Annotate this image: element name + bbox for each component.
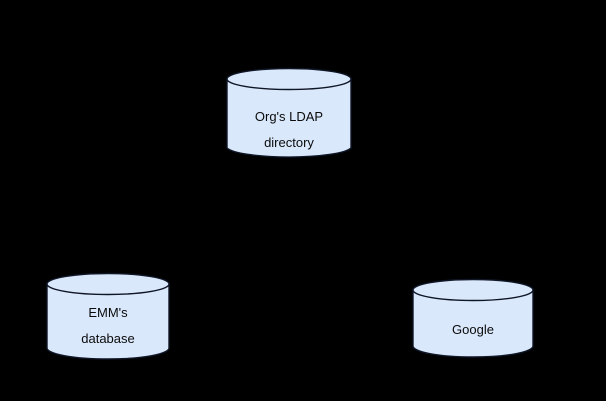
node-org-ldap-directory[interactable]: Org's LDAP directory	[226, 67, 352, 159]
node-google[interactable]: Google	[412, 278, 534, 358]
database-cylinder-icon	[46, 272, 170, 360]
database-cylinder-icon	[226, 67, 352, 158]
node-emm-database[interactable]: EMM's database	[46, 272, 170, 360]
database-cylinder-icon	[412, 278, 534, 358]
